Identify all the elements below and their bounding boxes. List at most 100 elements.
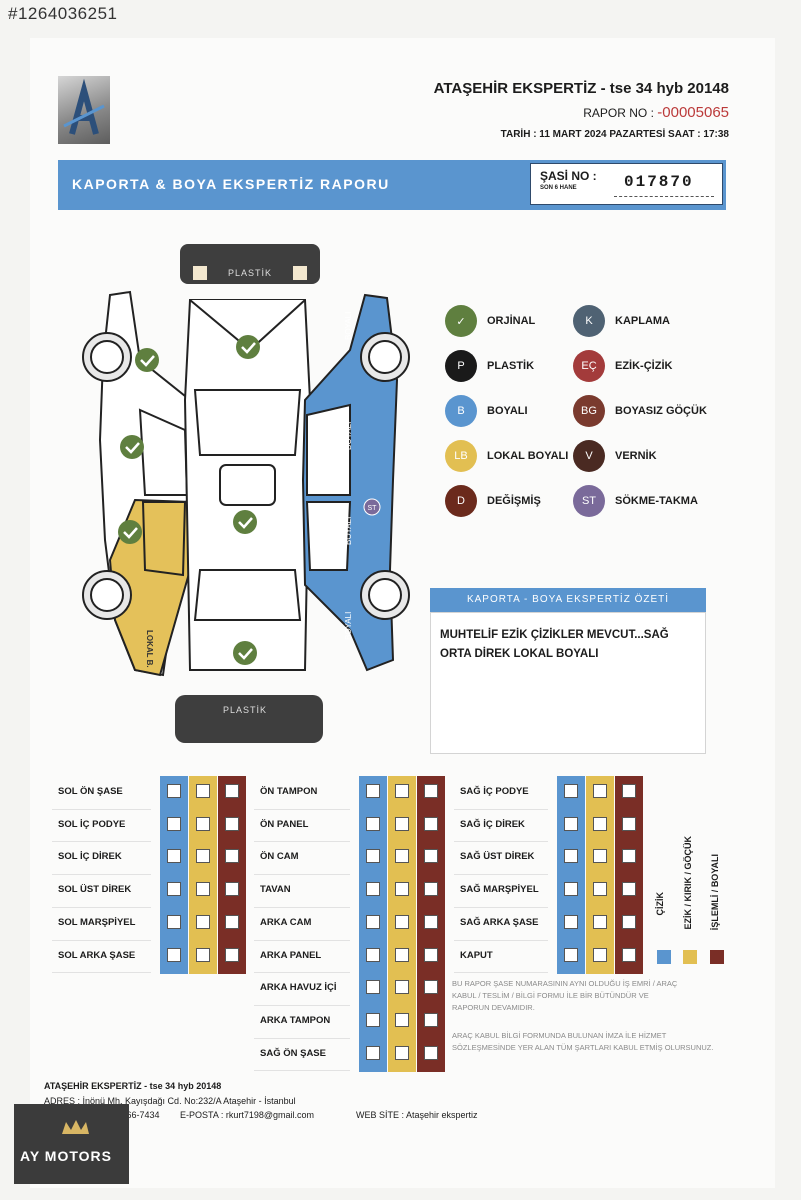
front-bumper-label: PLASTİK: [228, 268, 272, 278]
ezik-checkbox[interactable]: [593, 784, 607, 798]
ezik-checkbox[interactable]: [593, 914, 607, 929]
cizik-checkbox[interactable]: [167, 816, 181, 831]
islemli-checkbox[interactable]: [622, 784, 636, 798]
cizik-checkbox[interactable]: [366, 816, 380, 831]
cizik-checkbox[interactable]: [366, 914, 380, 929]
islemli-checkbox[interactable]: [622, 849, 636, 864]
legend-item: B BOYALI: [445, 394, 573, 428]
cizik-checkbox[interactable]: [564, 947, 578, 962]
note-2: ARAÇ KABUL BİLGİ FORMUNDA BULUNAN İMZA İ…: [452, 1031, 714, 1052]
islemli-checkbox[interactable]: [225, 914, 239, 929]
ezik-checkbox[interactable]: [196, 882, 210, 897]
islemli-checkbox[interactable]: [225, 784, 239, 798]
islemli-checkbox[interactable]: [225, 882, 239, 897]
cizik-checkbox[interactable]: [564, 816, 578, 831]
islemli-checkbox[interactable]: [424, 947, 438, 962]
ezik-checkbox[interactable]: [196, 914, 210, 929]
cizik-checkbox[interactable]: [564, 914, 578, 929]
note-1: BU RAPOR ŞASE NUMARASININ AYNI OLDUĞU İŞ…: [452, 979, 678, 1012]
islemli-checkbox[interactable]: [225, 816, 239, 831]
islemli-checkbox[interactable]: [424, 784, 438, 798]
footer-address: ADRES : İnönü Mh. Kayışdağı Cd. No:232/A…: [44, 1096, 296, 1106]
cizik-checkbox[interactable]: [366, 849, 380, 864]
top-view-body: [183, 299, 312, 671]
ezik-checkbox[interactable]: [395, 849, 409, 864]
islemli-checkbox[interactable]: [424, 980, 438, 995]
ezik-checkbox[interactable]: [395, 1012, 409, 1027]
cizik-checkbox[interactable]: [564, 882, 578, 897]
cizik-checkbox[interactable]: [366, 1012, 380, 1027]
cizik-checkbox[interactable]: [167, 947, 181, 962]
islemli-checkbox[interactable]: [424, 816, 438, 831]
cizik-swatch: [657, 950, 671, 964]
chassis-box: [530, 163, 723, 205]
islemli-checkbox[interactable]: [622, 816, 636, 831]
islemli-checkbox[interactable]: [424, 1045, 438, 1060]
lokal-label: LOKAL B.: [145, 630, 154, 668]
islemli-checkbox[interactable]: [622, 882, 636, 897]
front-bumper: PLASTİK: [180, 244, 320, 284]
islemli-checkbox[interactable]: [622, 914, 636, 929]
cizik-checkbox[interactable]: [366, 784, 380, 798]
islemli-checkbox[interactable]: [622, 947, 636, 962]
ezik-checkbox[interactable]: [395, 784, 409, 798]
summary-text: MUHTELİF EZİK ÇİZİKLER MEVCUT...SAĞ ORTA…: [440, 629, 669, 660]
crown-icon: [62, 1120, 89, 1134]
ezik-checkbox[interactable]: [395, 914, 409, 929]
islemli-checkbox[interactable]: [225, 947, 239, 962]
islemli-checkbox[interactable]: [424, 849, 438, 864]
cizik-checkbox[interactable]: [564, 784, 578, 798]
legend-marker-icon: K: [573, 305, 605, 337]
cizik-checkbox[interactable]: [366, 882, 380, 897]
ezik-checkbox[interactable]: [395, 816, 409, 831]
islemli-checkbox[interactable]: [424, 914, 438, 929]
legend-marker-icon: D: [445, 485, 477, 517]
cizik-checkbox[interactable]: [167, 914, 181, 929]
cizik-checkbox[interactable]: [366, 947, 380, 962]
ezik-checkbox[interactable]: [196, 849, 210, 864]
islemli-column-label: İŞLEMLİ / BOYALI: [710, 854, 720, 931]
ezik-checkbox[interactable]: [593, 849, 607, 864]
cizik-checkbox[interactable]: [167, 784, 181, 798]
ezik-checkbox[interactable]: [395, 882, 409, 897]
legend-label: PLASTİK: [487, 360, 535, 372]
cizik-checkbox[interactable]: [366, 980, 380, 995]
ezik-checkbox[interactable]: [593, 816, 607, 831]
cizik-checkbox[interactable]: [564, 849, 578, 864]
cizik-checkbox[interactable]: [366, 1045, 380, 1060]
cizik-checkbox[interactable]: [167, 849, 181, 864]
legend-label: KAPLAMA: [615, 315, 670, 327]
ezik-checkbox[interactable]: [593, 882, 607, 897]
legend-item: P PLASTİK: [445, 349, 573, 383]
ezik-checkbox[interactable]: [395, 947, 409, 962]
boyali-label-2: BOYALI: [344, 422, 353, 450]
ezik-checkbox[interactable]: [593, 947, 607, 962]
islemli-checkbox[interactable]: [424, 1012, 438, 1027]
legend-marker-icon: P: [445, 350, 477, 382]
rapor-no: RAPOR NO : -00005065: [583, 104, 729, 121]
cizik-checkbox[interactable]: [167, 882, 181, 897]
islemli-checkbox[interactable]: [225, 849, 239, 864]
ezik-checkbox[interactable]: [395, 980, 409, 995]
ezik-swatch: [683, 950, 697, 964]
ezik-checkbox[interactable]: [196, 816, 210, 831]
legend-marker-icon: ST: [573, 485, 605, 517]
boyali-label-4: BOYALI: [344, 612, 353, 640]
check-icon: [135, 348, 159, 372]
ezik-checkbox[interactable]: [395, 1045, 409, 1060]
legend-label: BOYALI: [487, 405, 528, 417]
rear-bumper: PLASTİK: [175, 695, 323, 743]
legend-item: K KAPLAMA: [573, 304, 715, 338]
islemli-checkbox[interactable]: [424, 882, 438, 897]
ezik-checkbox[interactable]: [196, 947, 210, 962]
legend-marker-icon: B: [445, 395, 477, 427]
check-icon: [236, 335, 260, 359]
chassis-label: ŞASİ NO :: [540, 169, 597, 183]
st-marker: [363, 498, 381, 516]
ezik-checkbox[interactable]: [196, 784, 210, 798]
